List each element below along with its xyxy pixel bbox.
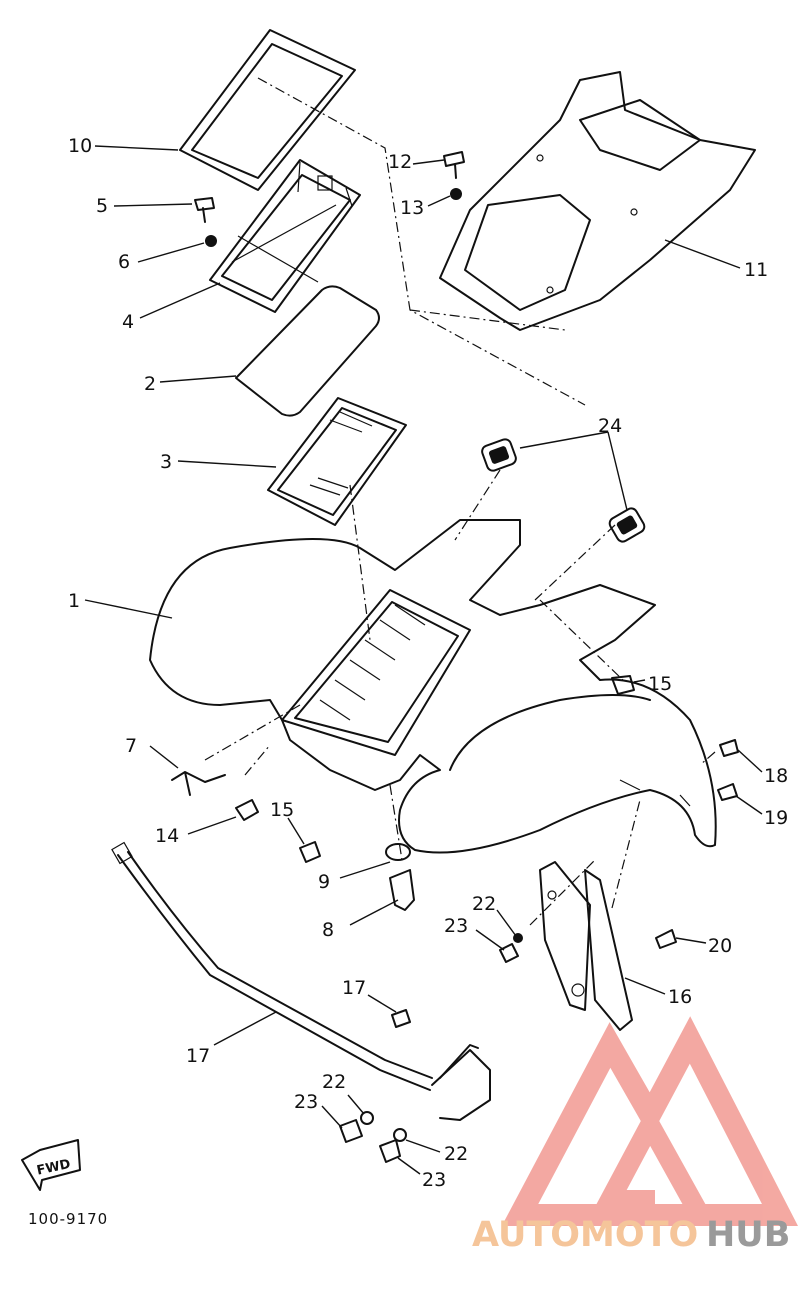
part-24-grommets [481, 438, 646, 543]
callout-23-right: 23 [422, 1169, 446, 1191]
callout-18: 17 [342, 977, 366, 999]
callout-20: 19 [764, 807, 788, 829]
hardware [171, 151, 739, 1163]
part-1-fender [149, 519, 717, 854]
watermark-logo [501, 1016, 798, 1226]
callout-3: 3 [160, 451, 172, 473]
fwd-arrow-icon: FWD [21, 1139, 81, 1191]
fwd-label: FWD [35, 1157, 72, 1179]
callout-2: 2 [144, 373, 156, 395]
part-17-guard [111, 841, 491, 1121]
part-4-filter-case [209, 159, 361, 313]
part-10-gasket [179, 29, 356, 191]
callout-6: 6 [118, 251, 130, 273]
callout-1: 1 [68, 590, 80, 612]
callout-9: 9 [318, 871, 330, 893]
watermark-text: AUTOMOTO HUB [472, 1215, 790, 1255]
callout-14: 14 [155, 825, 179, 847]
callout-15-left: 15 [270, 799, 294, 821]
callout-5: 5 [96, 195, 108, 217]
part-11-rear-cover [439, 71, 756, 331]
callout-17: 17 [186, 1045, 210, 1067]
callout-11: 11 [744, 259, 768, 281]
callout-23-left: 23 [294, 1091, 318, 1113]
callout-23-upper: 23 [444, 915, 468, 937]
callout-22-right: 22 [444, 1143, 468, 1165]
callout-22-left: 22 [322, 1071, 346, 1093]
watermark-auto: AUTOMOTO [472, 1215, 698, 1255]
callout-24: 24 [598, 415, 622, 437]
callout-13: 13 [400, 197, 424, 219]
watermark-triangle [501, 1016, 798, 1226]
part-16-mudflap [539, 861, 633, 1031]
callout-22-upper: 22 [472, 893, 496, 915]
callout-7: 7 [125, 735, 137, 757]
callout-15-right: 15 [648, 673, 672, 695]
callout-21: 20 [708, 935, 732, 957]
callout-4: 4 [122, 311, 134, 333]
callout-12: 12 [388, 151, 412, 173]
callouts: 10 5 6 4 2 3 1 7 14 15 9 8 12 13 11 24 1… [68, 135, 788, 1191]
part-2-foam [235, 285, 380, 417]
callout-10: 10 [68, 135, 92, 157]
drawing-code: 100-9170 [28, 1210, 108, 1228]
leader-lines [84, 145, 763, 1175]
watermark-g-mark [593, 1104, 709, 1220]
callout-16: 16 [668, 986, 692, 1008]
callout-8: 8 [322, 919, 334, 941]
part-3-mesh [267, 397, 407, 526]
watermark-hub: HUB [706, 1215, 790, 1255]
callout-19: 18 [764, 765, 788, 787]
